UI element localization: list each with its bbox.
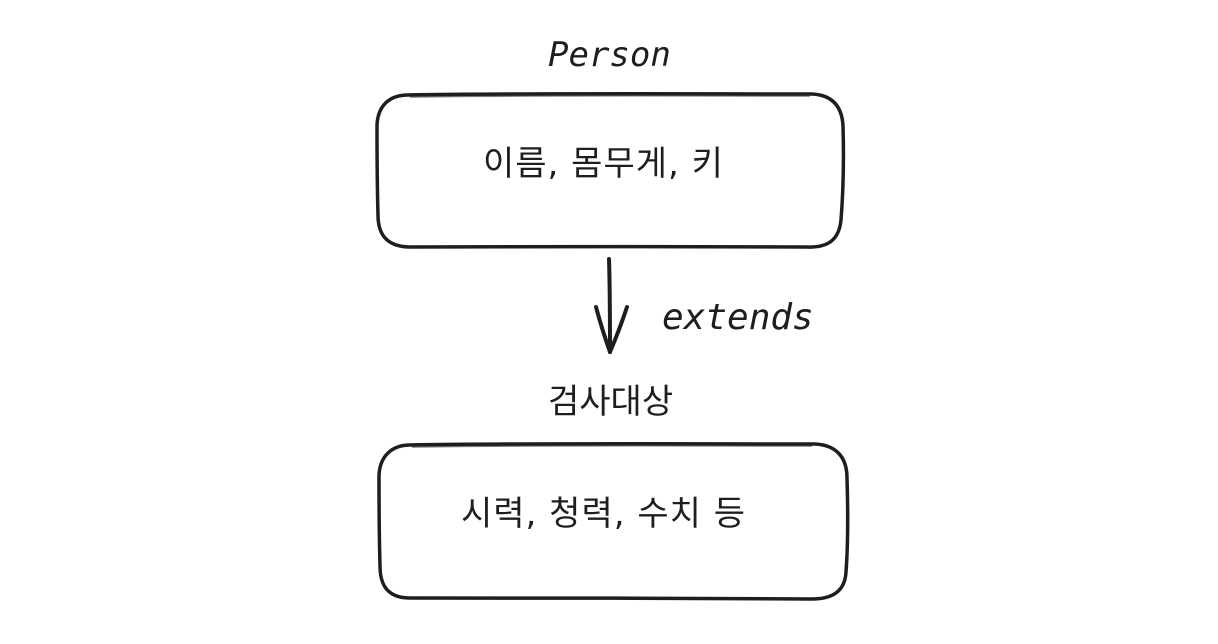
parent-box (375, 92, 846, 249)
child-box (377, 442, 850, 601)
relation-label: extends (662, 297, 814, 338)
parent-title: Person (548, 35, 671, 75)
child-content: 시력, 청력, 수치 등 (461, 494, 746, 534)
parent-content: 이름, 몸무게, 키 (483, 144, 724, 184)
child-title: 검사대상 (548, 382, 674, 422)
extends-arrow (594, 257, 629, 354)
